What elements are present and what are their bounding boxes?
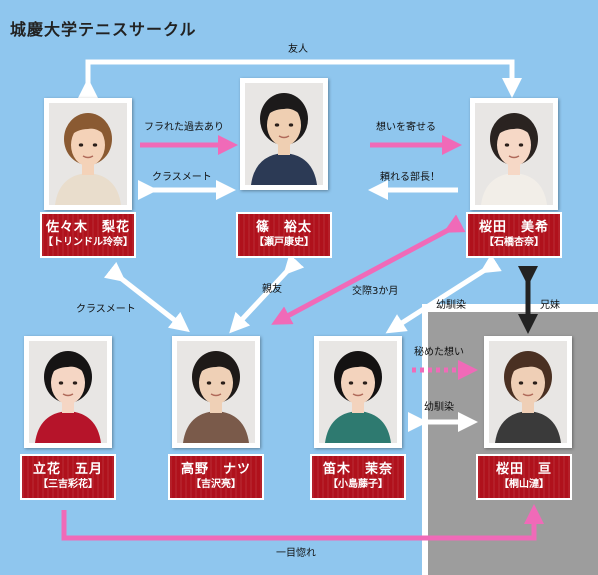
name-plate: 桜田 亘 【桐山漣】 <box>476 454 572 500</box>
actor-name: 【小島藤子】 <box>328 479 388 490</box>
person-name: 桜田 亘 <box>495 462 552 477</box>
arrow-classmate-left <box>103 261 190 333</box>
portrait-photo <box>314 336 402 448</box>
rel-childhood-friend-top: 幼馴染 <box>436 300 466 311</box>
portrait-photo <box>24 336 112 448</box>
actor-name: 【瀬戸康史】 <box>254 237 314 248</box>
portrait-illustration <box>49 103 127 205</box>
portrait-photo <box>44 98 132 210</box>
rel-love-at-first-sight: 一目惚れ <box>276 548 316 559</box>
arrow-love-at-first-sight <box>61 504 544 541</box>
actor-name: 【吉沢亮】 <box>191 479 241 490</box>
name-plate: 立花 五月 【三吉彩花】 <box>20 454 116 500</box>
portrait-illustration <box>319 341 397 443</box>
actor-name: 【トリンドル玲奈】 <box>43 237 133 248</box>
actor-name: 【三吉彩花】 <box>38 479 98 490</box>
rel-siblings: 兄妹 <box>540 300 560 311</box>
portrait-illustration <box>177 341 255 443</box>
portrait-photo <box>172 336 260 448</box>
person-name: 笛木 茉奈 <box>322 462 393 477</box>
rel-dating: 交際3か月 <box>352 286 399 297</box>
actor-name: 【桐山漣】 <box>499 479 549 490</box>
portrait-illustration <box>245 83 323 185</box>
rel-childhood-friend-bottom: 幼馴染 <box>424 402 454 413</box>
arrow-dating <box>271 214 466 325</box>
portrait-illustration <box>475 103 553 205</box>
rel-past-dumped: フラれた過去あり <box>144 122 224 133</box>
rel-secret-feelings: 秘めた想い <box>414 347 464 358</box>
rel-best-friend: 親友 <box>262 284 282 295</box>
page-title: 城慶大学テニスサークル <box>10 20 197 39</box>
name-plate: 篠 裕太 【瀬戸康史】 <box>236 212 332 258</box>
name-plate: 佐々木 梨花 【トリンドル玲奈】 <box>40 212 136 258</box>
rel-attraction: 想いを寄せる <box>376 122 436 133</box>
person-name: 立花 五月 <box>32 462 103 477</box>
person-name: 篠 裕太 <box>255 220 312 235</box>
name-plate: 桜田 美希 【石橋杏奈】 <box>466 212 562 258</box>
actor-name: 【石橋杏奈】 <box>484 237 544 248</box>
person-name: 佐々木 梨花 <box>45 220 130 235</box>
portrait-illustration <box>489 341 567 443</box>
arrow-friend <box>78 59 522 98</box>
rel-friend: 友人 <box>288 44 308 55</box>
rel-classmate-left: クラスメート <box>76 304 136 315</box>
arrow-childhood-friend-top <box>385 254 502 334</box>
person-name: 桜田 美希 <box>478 220 549 235</box>
person-name: 高野 ナツ <box>180 462 251 477</box>
rel-reliable-captain: 頼れる部長！ <box>380 172 440 183</box>
rel-classmate-top: クラスメート <box>152 172 212 183</box>
portrait-illustration <box>29 341 107 443</box>
name-plate: 高野 ナツ 【吉沢亮】 <box>168 454 264 500</box>
name-plate: 笛木 茉奈 【小島藤子】 <box>310 454 406 500</box>
portrait-photo <box>470 98 558 210</box>
portrait-photo <box>240 78 328 190</box>
portrait-photo <box>484 336 572 448</box>
